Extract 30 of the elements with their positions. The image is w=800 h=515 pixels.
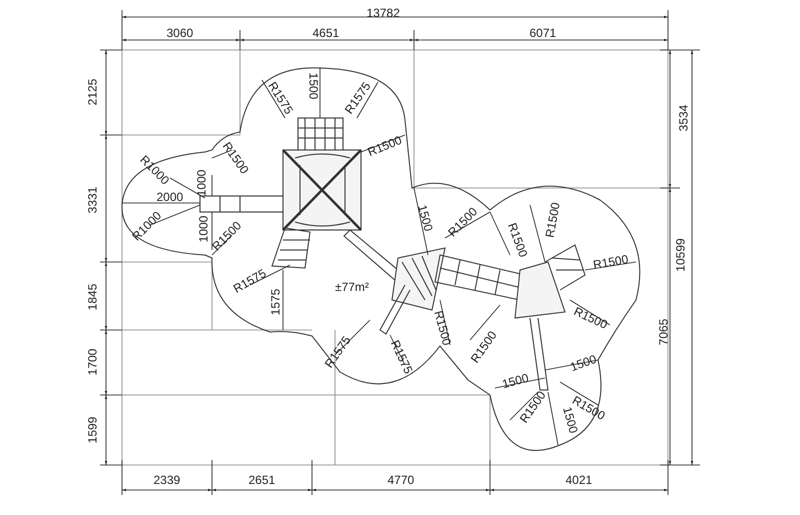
- dimension-label: 1700: [86, 348, 98, 376]
- dimension-label: 1000: [196, 216, 209, 242]
- dimension-label: 1500: [306, 72, 319, 100]
- dimension-label: 4770: [388, 474, 414, 486]
- dimension-label: 7065: [656, 318, 669, 346]
- dimension-label: 1500: [568, 352, 598, 374]
- dimension-label: 3534: [676, 104, 689, 132]
- area-label: ±77m²: [335, 281, 369, 293]
- dimension-label: 13782: [366, 7, 400, 19]
- dimension-label: 1500: [416, 204, 434, 232]
- dimension-label: 2651: [248, 474, 276, 486]
- dimension-label: 1845: [86, 284, 98, 310]
- dimension-label: R1500: [366, 134, 403, 158]
- dimension-label: 3060: [166, 27, 194, 39]
- dimension-label: 1575: [268, 288, 281, 316]
- dimension-label: 1599: [86, 416, 98, 444]
- dimension-label: R1500: [432, 309, 453, 347]
- dimension-label: 2000: [156, 191, 184, 203]
- dimension-label: R1500: [543, 202, 562, 238]
- dimension-label: 4651: [312, 27, 340, 39]
- dimension-label: R1500: [592, 253, 629, 271]
- dimension-label: 3331: [86, 186, 98, 214]
- dimension-label: R1500: [506, 221, 529, 259]
- dimension-label: 2339: [154, 474, 180, 486]
- dimension-label: 1500: [500, 372, 530, 390]
- dimension-label: 10599: [674, 238, 686, 272]
- dimension-label: 1000: [194, 170, 207, 196]
- dimension-label: 2125: [86, 78, 98, 106]
- dimension-label: 6071: [530, 27, 556, 39]
- dimension-label: 4021: [566, 474, 592, 486]
